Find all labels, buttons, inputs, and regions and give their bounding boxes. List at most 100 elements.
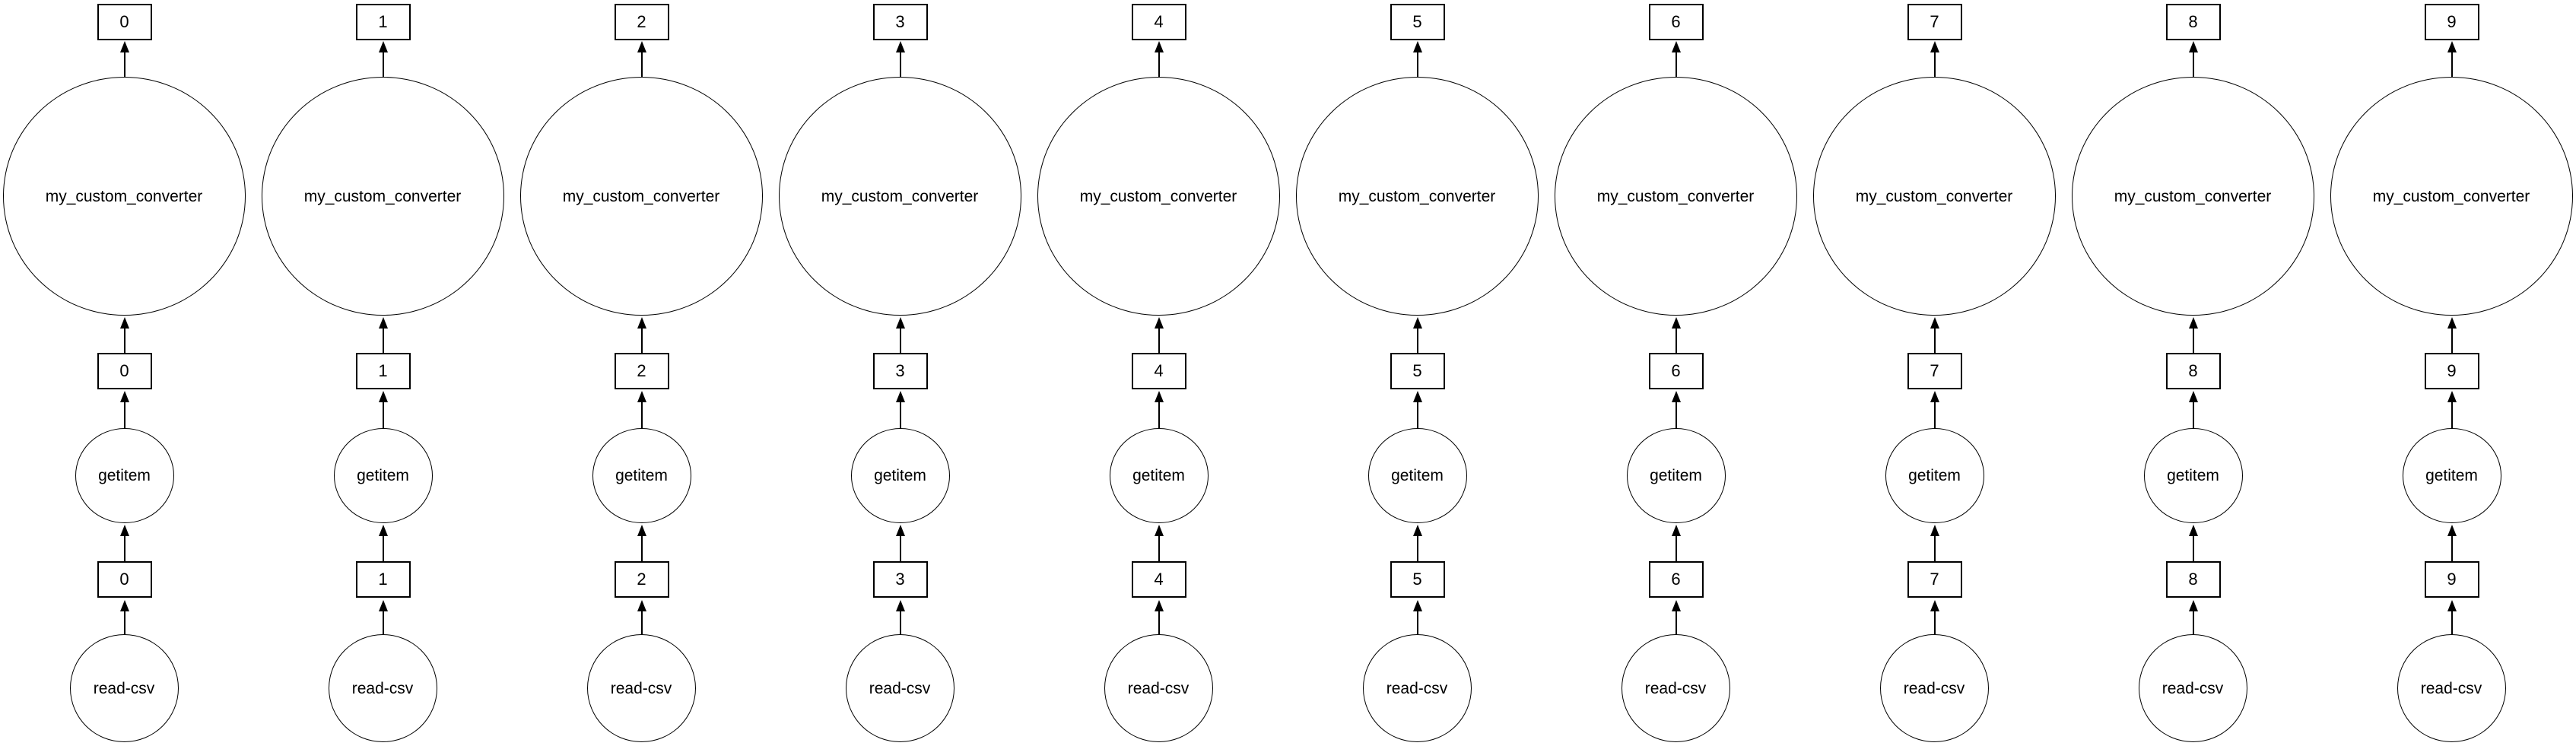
arrow-shaft [1675,611,1677,634]
arrow-up-icon [1930,391,1940,428]
converter-node: my_custom_converter [2071,77,2314,316]
arrow-shaft [2451,536,2453,561]
arrow-up-icon [2447,391,2457,428]
output-key-box: 3 [872,4,928,40]
converter-node-label: my_custom_converter [1338,187,1496,205]
converter-node: my_custom_converter [1037,77,1280,316]
arrow-shaft [640,536,643,561]
arrow-up-icon [2188,41,2199,77]
read-csv-node-label: read-csv [610,679,672,697]
arrow-up-icon [1154,600,1164,634]
arrow-shaft [640,52,643,77]
arrow-shaft [382,536,384,561]
arrow-shaft [1675,536,1677,561]
arrowhead-icon [1671,600,1681,611]
getitem-node: getitem [592,428,691,523]
arrow-shaft [640,402,643,428]
partition-key-box: 1 [355,561,411,598]
arrow-up-icon [1930,600,1940,634]
output-key-box: 7 [1907,4,1962,40]
converter-node: my_custom_converter [778,77,1021,316]
output-key-label: 4 [1154,12,1164,31]
intermediate-key-box: 8 [2165,353,2221,389]
arrow-up-icon [2188,600,2199,634]
arrowhead-icon [1412,525,1422,536]
arrow-up-icon [1930,317,1940,353]
intermediate-key-label: 2 [637,361,646,380]
intermediate-key-label: 3 [895,361,905,380]
arrow-up-icon [378,600,389,634]
getitem-node: getitem [1109,428,1209,523]
arrow-up-icon [1412,41,1423,77]
arrowhead-icon [1412,600,1422,611]
task-column-4: 4 my_custom_converter 4 getitem [1030,0,1288,746]
getitem-node: getitem [2143,428,2243,523]
arrow-shaft [1416,329,1418,353]
arrow-up-icon [1930,525,1940,561]
arrow-shaft [2192,402,2194,428]
read-csv-node-label: read-csv [2161,679,2224,697]
intermediate-key-label: 0 [119,361,129,380]
arrowhead-icon [1671,391,1681,402]
partition-key-box: 4 [1131,561,1186,598]
task-column-0: 0 my_custom_converter 0 getitem [0,0,254,746]
arrow-shaft [1158,611,1160,634]
arrow-up-icon [2188,391,2199,428]
arrow-shaft [1933,611,1936,634]
arrow-up-icon [637,317,647,353]
arrow-shaft [1158,52,1160,77]
arrow-shaft [2192,52,2194,77]
arrow-up-icon [1154,391,1164,428]
arrow-up-icon [2447,41,2457,77]
converter-node: my_custom_converter [519,77,763,316]
output-key-box: 5 [1390,4,1445,40]
output-key-label: 7 [1930,12,1939,31]
arrowhead-icon [2447,600,2457,611]
arrow-shaft [2192,536,2194,561]
getitem-node-label: getitem [357,467,409,484]
arrowhead-icon [1671,41,1681,52]
arrowhead-icon [378,391,388,402]
converter-node-label: my_custom_converter [2114,187,2272,205]
read-csv-node-label: read-csv [1644,679,1707,697]
arrow-up-icon [895,600,906,634]
arrowhead-icon [1930,391,1939,402]
arrowhead-icon [119,317,129,329]
arrow-up-icon [378,391,389,428]
arrowhead-icon [1930,41,1939,52]
arrowhead-icon [1412,317,1422,329]
partition-key-box: 0 [97,561,152,598]
output-key-box: 8 [2165,4,2221,40]
read-csv-node: read-csv [69,634,179,742]
arrow-shaft [1416,52,1418,77]
arrow-up-icon [2188,525,2199,561]
getitem-node-label: getitem [615,467,668,484]
arrowhead-icon [1930,600,1939,611]
arrowhead-icon [378,525,388,536]
partition-key-label: 1 [378,570,388,589]
getitem-node-label: getitem [1132,467,1185,484]
converter-node: my_custom_converter [1812,77,2056,316]
arrowhead-icon [895,391,905,402]
output-key-box: 6 [1648,4,1704,40]
arrowhead-icon [2447,525,2457,536]
arrowhead-icon [1412,41,1422,52]
output-key-box: 4 [1131,4,1186,40]
arrowhead-icon [119,600,129,611]
converter-node-label: my_custom_converter [821,187,979,205]
arrow-up-icon [119,525,130,561]
arrow-up-icon [1412,317,1423,353]
intermediate-key-label: 9 [2447,361,2457,380]
output-key-label: 2 [637,12,646,31]
arrow-up-icon [1671,525,1682,561]
arrow-shaft [1416,611,1418,634]
output-key-label: 0 [119,12,129,31]
output-key-label: 9 [2447,12,2457,31]
arrowhead-icon [1671,525,1681,536]
arrowhead-icon [895,525,905,536]
arrowhead-icon [637,317,646,329]
read-csv-node: read-csv [1879,634,1989,742]
arrow-up-icon [1930,41,1940,77]
arrow-up-icon [637,600,647,634]
